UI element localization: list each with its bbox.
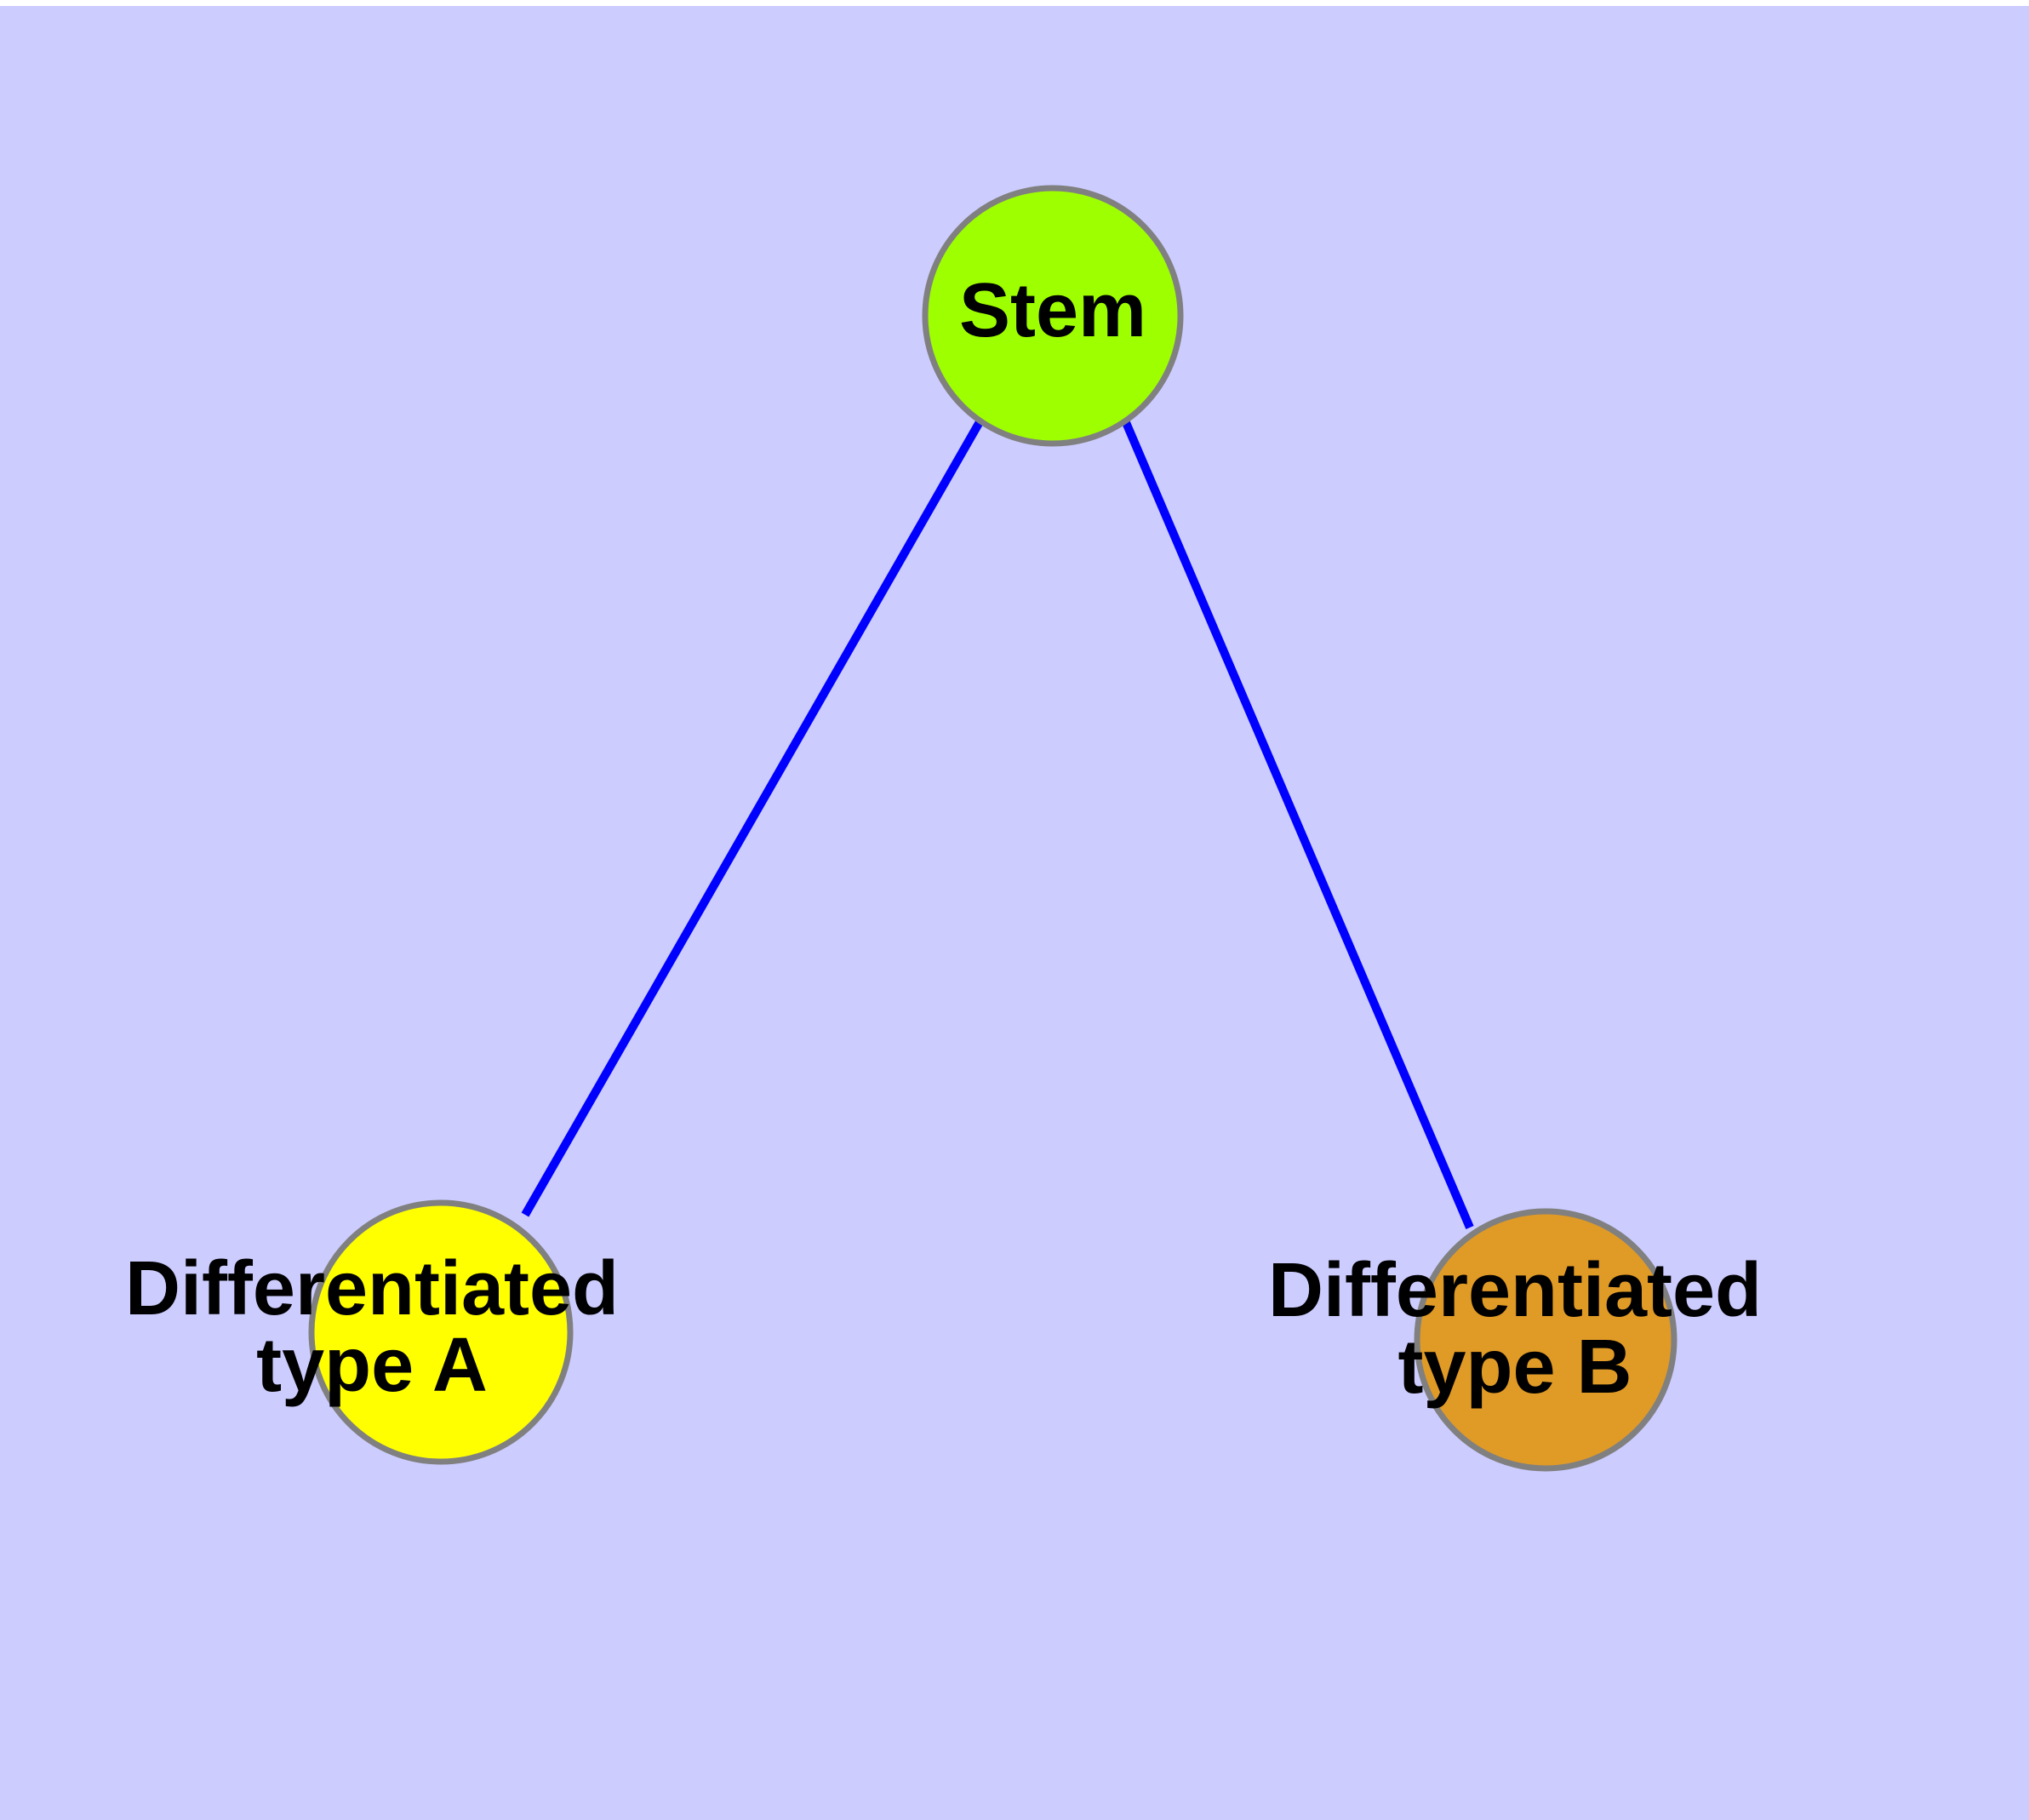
node-label-line: Stem [959,268,1146,353]
graph-node-stem[interactable] [922,185,1184,447]
node-label-line: type A [256,1323,488,1408]
node-label-stem: Stem [959,268,1146,353]
graph-node-diff-a[interactable] [308,1199,574,1465]
node-label-line: Differentiated [1268,1248,1762,1333]
edges-group [521,418,1474,1229]
node-label-line: type B [1397,1325,1632,1410]
graph-node-diff-b[interactable] [1414,1208,1677,1472]
node-label-line: Differentiated [125,1246,619,1331]
graph-edge-stem-to-b[interactable] [1121,419,1474,1229]
graph-edge-stem-to-a[interactable] [521,418,985,1217]
nodes-group [308,185,1677,1472]
